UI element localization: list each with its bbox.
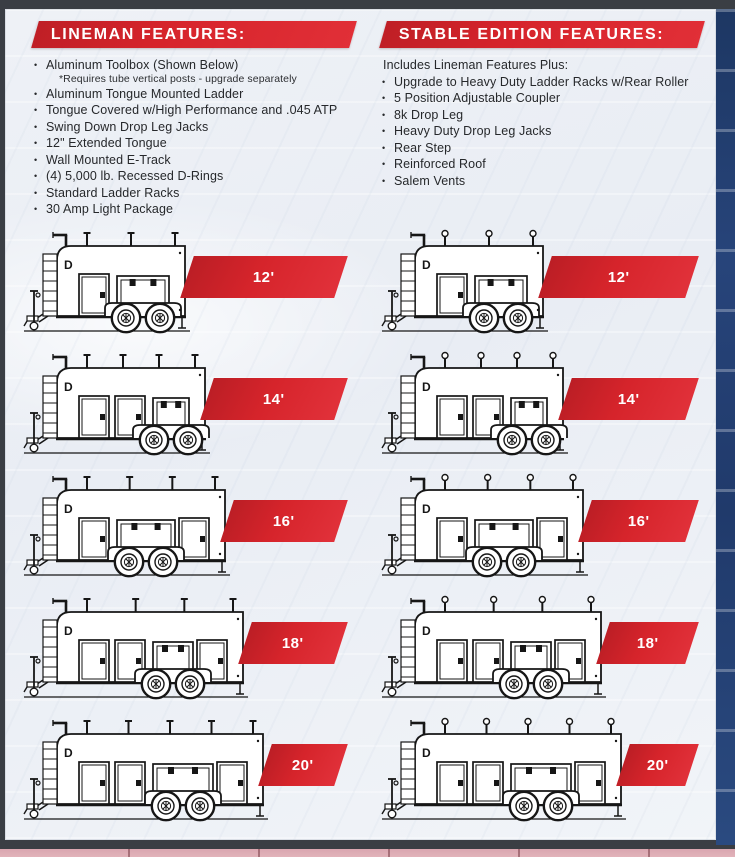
size-banner-12ft: 12': [180, 256, 348, 298]
size-label: 12': [607, 268, 630, 286]
size-label: 18': [636, 634, 659, 652]
svg-text:D: D: [64, 746, 73, 760]
feature-item: Rear Step: [381, 140, 707, 157]
size-label: 16': [627, 512, 650, 530]
trailer-drawing-stable-20ft: D: [379, 716, 629, 828]
size-banner-16ft: 16': [578, 500, 699, 542]
trailer-drawing-stable-18ft: D: [379, 594, 609, 706]
trailer-drawing-stable-16ft: D: [379, 472, 591, 584]
feature-item: 12" Extended Tongue: [33, 135, 359, 152]
feature-item: Reinforced Roof: [381, 156, 707, 173]
lineman-20ft-cell: D 20': [5, 710, 357, 832]
size-label: 14': [617, 390, 640, 408]
stable-14ft-cell: D 14': [357, 344, 706, 466]
svg-text:D: D: [64, 502, 73, 516]
lineman-16ft-cell: D 16': [5, 466, 357, 588]
svg-text:D: D: [64, 624, 73, 638]
size-label: 14': [263, 390, 285, 408]
size-banner-14ft: 14': [200, 378, 348, 420]
feature-item: (4) 5,000 lb. Recessed D-Rings: [33, 168, 359, 185]
feature-item: Heavy Duty Drop Leg Jacks: [381, 123, 707, 140]
size-row-14ft: D 14' D 14': [5, 344, 716, 466]
size-row-16ft: D 16' D 16': [5, 466, 716, 588]
svg-text:D: D: [422, 624, 431, 638]
feature-item: Standard Ladder Racks: [33, 185, 359, 202]
size-row-18ft: D 18' D 18': [5, 588, 716, 710]
trailer-drawing-lineman-20ft: D: [21, 716, 271, 828]
feature-item: 5 Position Adjustable Coupler: [381, 90, 707, 107]
stable-header-banner: STABLE EDITION FEATURES:: [379, 21, 705, 48]
size-row-20ft: D 20' D 20': [5, 710, 716, 832]
right-navy-border: [716, 9, 735, 845]
stable-18ft-cell: D 18': [357, 588, 706, 710]
trailer-size-rows: D 12' D 12' D 14' D 14' D 16': [5, 222, 716, 832]
svg-text:D: D: [422, 746, 431, 760]
stable-20ft-cell: D 20': [357, 710, 706, 832]
feature-item: Salem Vents: [381, 173, 707, 190]
feature-item: 8k Drop Leg: [381, 107, 707, 124]
feature-item: 30 Amp Light Package: [33, 201, 359, 218]
stable-feature-list: Includes Lineman Features Plus: Upgrade …: [377, 57, 707, 189]
stable-16ft-cell: D 16': [357, 466, 706, 588]
feature-item: Aluminum Toolbox (Shown Below) *Requires…: [33, 57, 359, 86]
trailer-drawing-lineman-14ft: D: [21, 350, 213, 462]
svg-text:D: D: [422, 380, 431, 394]
feature-note: *Requires tube vertical posts - upgrade …: [59, 72, 297, 85]
feature-item: Upgrade to Heavy Duty Ladder Racks w/Rea…: [381, 74, 707, 91]
feature-item: Aluminum Tongue Mounted Ladder: [33, 86, 359, 103]
lineman-features-panel: LINEMAN FEATURES: Aluminum Toolbox (Show…: [29, 21, 359, 218]
lineman-14ft-cell: D 14': [5, 344, 357, 466]
size-banner-20ft: 20': [258, 744, 348, 786]
trailer-drawing-lineman-18ft: D: [21, 594, 251, 706]
svg-text:D: D: [64, 258, 73, 272]
feature-item: Tongue Covered w/High Performance and .0…: [33, 102, 359, 119]
svg-text:D: D: [64, 380, 73, 394]
size-banner-12ft: 12': [538, 256, 699, 298]
stable-12ft-cell: D 12': [357, 222, 706, 344]
lineman-feature-list: Aluminum Toolbox (Shown Below) *Requires…: [29, 57, 359, 218]
size-banner-18ft: 18': [596, 622, 699, 664]
svg-text:D: D: [422, 258, 431, 272]
stable-features-panel: STABLE EDITION FEATURES: Includes Linema…: [377, 21, 707, 189]
cropped-bottom-strip: [0, 849, 735, 857]
feature-item: Wall Mounted E-Track: [33, 152, 359, 169]
size-banner-16ft: 16': [220, 500, 348, 542]
lineman-header-banner: LINEMAN FEATURES:: [31, 21, 357, 48]
size-banner-18ft: 18': [238, 622, 348, 664]
trailer-drawing-stable-14ft: D: [379, 350, 571, 462]
feature-item: Swing Down Drop Leg Jacks: [33, 119, 359, 136]
trailer-drawing-lineman-16ft: D: [21, 472, 233, 584]
lineman-title: LINEMAN FEATURES:: [51, 25, 246, 43]
lineman-18ft-cell: D 18': [5, 588, 357, 710]
svg-text:D: D: [422, 502, 431, 516]
trailer-drawing-stable-12ft: D: [379, 228, 551, 340]
size-label: 16': [273, 512, 295, 530]
stable-intro: Includes Lineman Features Plus:: [383, 58, 569, 72]
size-label: 20': [292, 756, 314, 774]
size-banner-20ft: 20': [616, 744, 699, 786]
trailer-drawing-lineman-12ft: D: [21, 228, 193, 340]
stable-title: STABLE EDITION FEATURES:: [399, 25, 665, 43]
size-label: 18': [282, 634, 304, 652]
size-banner-14ft: 14': [558, 378, 699, 420]
size-row-12ft: D 12' D 12': [5, 222, 716, 344]
brochure-page: LINEMAN FEATURES: Aluminum Toolbox (Show…: [5, 9, 717, 840]
lineman-12ft-cell: D 12': [5, 222, 357, 344]
size-label: 12': [253, 268, 275, 286]
size-label: 20': [646, 756, 669, 774]
